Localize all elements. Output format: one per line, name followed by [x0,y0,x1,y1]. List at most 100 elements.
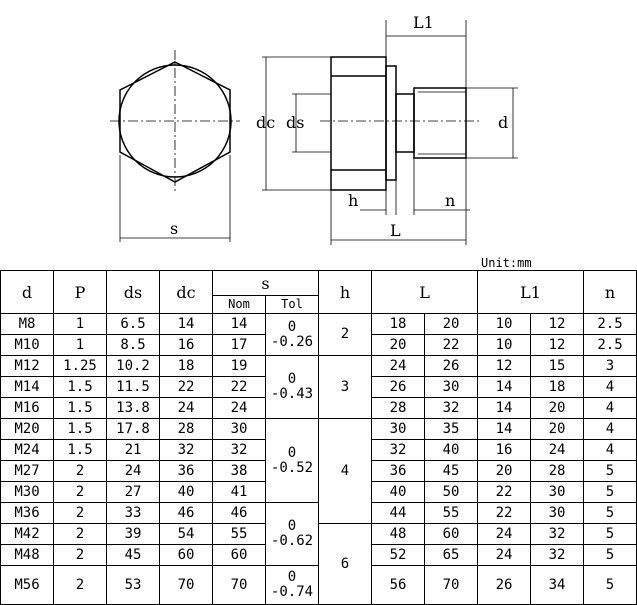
tol-upper: 0 [287,569,297,585]
cell-n: 2.5 [583,334,637,356]
cell-ds: 8.5 [106,334,160,356]
cell-L-a: 44 [371,502,425,524]
header-d: d [0,270,54,314]
cell-L1-a: 16 [477,439,531,461]
cell-P: 2 [53,460,107,482]
header-L1: L1 [477,270,584,314]
cell-L1-a: 10 [477,334,531,356]
cell-s: 19 [212,355,266,377]
cell-s-tol: 0-0.43 [265,355,319,419]
cell-P: 1 [53,334,107,356]
header-h: h [318,270,372,314]
cell-s: 22 [212,376,266,398]
label-s: s [170,219,178,238]
cell-L-a: 48 [371,523,425,545]
cell-L1-a: 26 [477,565,531,605]
cell-L-a: 32 [371,439,425,461]
cell-L1-b: 12 [530,334,584,356]
cell-L1-b: 34 [530,565,584,605]
cell-L-a: 26 [371,376,425,398]
cell-L-b: 50 [424,481,478,503]
tol-lower: -0.74 [270,584,314,600]
tol-lower: -0.62 [270,533,314,549]
cell-d: M42 [0,523,54,545]
cell-d: M24 [0,439,54,461]
cell-ds: 27 [106,481,160,503]
cell-P: 1 [53,313,107,335]
cell-L1-b: 18 [530,376,584,398]
cell-n: 5 [583,523,637,545]
cell-n: 5 [583,460,637,482]
cell-s: 14 [212,313,266,335]
cell-n: 3 [583,355,637,377]
cell-L1-b: 24 [530,439,584,461]
cell-h: 6 [318,523,372,605]
cell-P: 2 [53,481,107,503]
cell-s: 24 [212,397,266,419]
cell-ds: 39 [106,523,160,545]
header-P: P [53,270,107,314]
cell-ds: 11.5 [106,376,160,398]
cell-P: 1.5 [53,439,107,461]
cell-d: M20 [0,418,54,440]
cell-L1-a: 12 [477,355,531,377]
cell-L-b: 45 [424,460,478,482]
cell-L-b: 65 [424,544,478,566]
cell-s: 46 [212,502,266,524]
cell-L-a: 56 [371,565,425,605]
header-n: n [583,270,637,314]
cell-n: 4 [583,418,637,440]
cell-L-a: 40 [371,481,425,503]
tol-upper: 0 [287,318,297,335]
cell-L-b: 20 [424,313,478,335]
cell-dc: 16 [159,334,213,356]
label-d: d [498,113,508,132]
cell-L1-b: 20 [530,397,584,419]
dimensions [262,20,518,245]
tol-lower: -0.43 [270,386,314,402]
cell-ds: 10.2 [106,355,160,377]
tol-upper: 0 [287,518,297,534]
cell-L-a: 52 [371,544,425,566]
cell-ds: 53 [106,565,160,605]
cell-dc: 46 [159,502,213,524]
cell-s-tol: 0-0.52 [265,418,319,503]
label-dc: dc [256,113,275,132]
cell-s: 55 [212,523,266,545]
cell-L1-b: 20 [530,418,584,440]
cell-L1-b: 28 [530,460,584,482]
cell-h: 2 [318,313,372,356]
cell-ds: 17.8 [106,418,160,440]
cell-ds: 45 [106,544,160,566]
cell-d: M16 [0,397,54,419]
cell-L1-b: 30 [530,481,584,503]
tol-lower: -0.52 [270,459,314,476]
cell-dc: 28 [159,418,213,440]
cell-d: M48 [0,544,54,566]
front-view [110,50,240,242]
cell-ds: 21 [106,439,160,461]
cell-L1-a: 22 [477,481,531,503]
header-s-tol: Tol [265,295,319,314]
cell-d: M30 [0,481,54,503]
cell-s: 38 [212,460,266,482]
cell-P: 1.5 [53,397,107,419]
cell-dc: 60 [159,544,213,566]
header-s: s [212,270,319,296]
cell-L1-a: 10 [477,313,531,335]
cell-L1-b: 30 [530,502,584,524]
cell-L1-b: 12 [530,313,584,335]
cell-dc: 24 [159,397,213,419]
cell-L-b: 35 [424,418,478,440]
cell-dc: 70 [159,565,213,605]
cell-dc: 14 [159,313,213,335]
cell-L-b: 70 [424,565,478,605]
label-h: h [348,191,358,210]
cell-s: 30 [212,418,266,440]
